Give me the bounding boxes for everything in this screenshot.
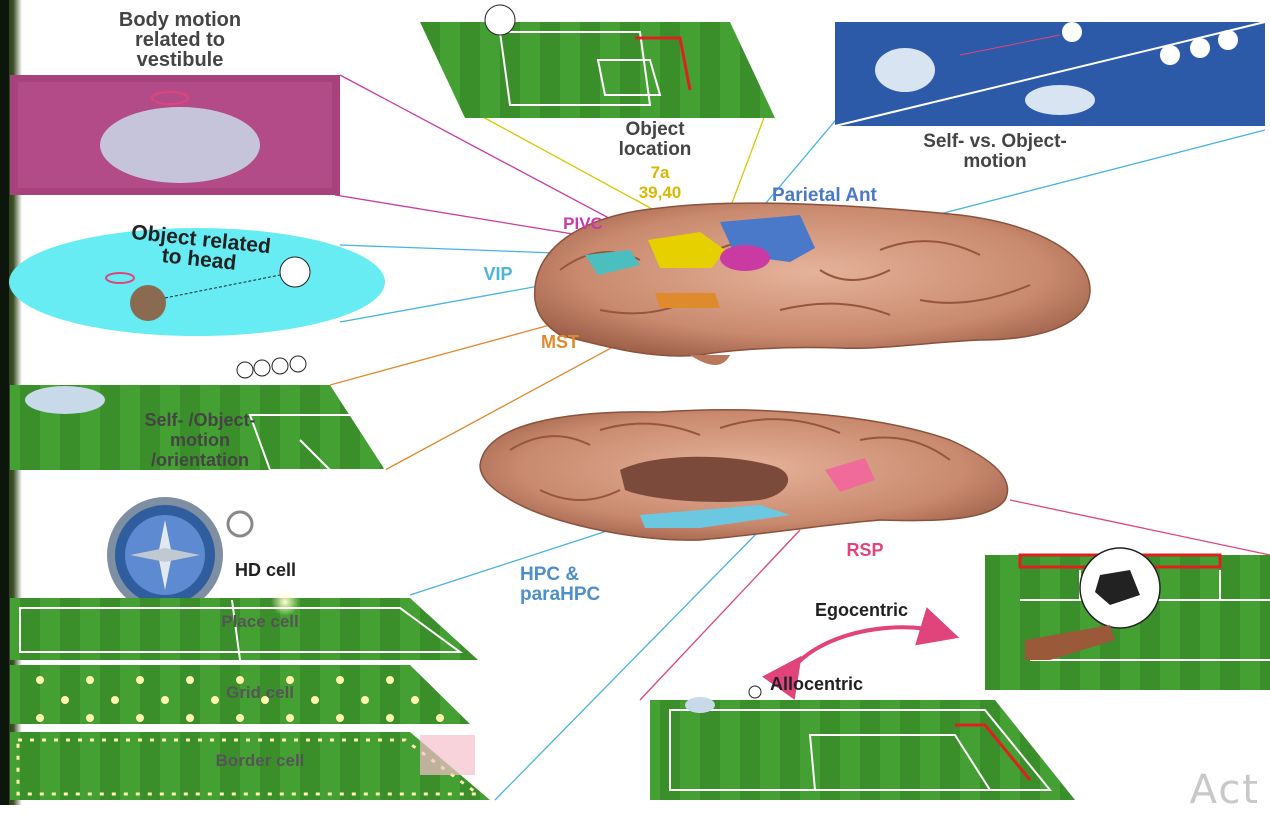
compass-icon xyxy=(107,497,254,613)
label-egocentric: Egocentric xyxy=(815,600,909,620)
label-object-location: Object location xyxy=(618,119,692,160)
label-allocentric: Allocentric xyxy=(770,674,864,694)
region-vip xyxy=(585,250,640,275)
object-head-panel xyxy=(9,228,385,336)
egocentric-field xyxy=(985,547,1270,690)
label-vip: VIP xyxy=(483,264,513,284)
label-self-object-orientation: Self- /Object- motion /orientation xyxy=(144,410,256,470)
label-grid-cell: Grid cell xyxy=(225,683,295,702)
label-mst: MST xyxy=(541,332,579,352)
allocentric-field xyxy=(650,685,1075,800)
ego-allo-arrow xyxy=(762,607,960,700)
region-7a xyxy=(648,232,725,268)
label-pivc: PIVC xyxy=(563,214,603,233)
grid-cell-field xyxy=(10,665,470,724)
object-location-field xyxy=(420,4,775,118)
line-rsp xyxy=(639,529,801,701)
label-hpc: HPC & paraHPC xyxy=(520,564,601,605)
label-rsp: RSP xyxy=(846,540,884,560)
brain-medial xyxy=(479,409,1009,541)
connector-lines xyxy=(329,74,1270,801)
region-rsp xyxy=(825,458,875,492)
region-mst xyxy=(655,293,720,308)
region-pivc xyxy=(720,245,770,271)
label-place-cell: Place cell xyxy=(221,612,299,631)
left-edge-bar xyxy=(0,0,9,805)
label-border-cell: Border cell xyxy=(215,751,305,770)
place-cell-field xyxy=(10,588,478,661)
self-vs-object-photo xyxy=(834,21,1266,127)
watermark: Act xyxy=(1189,767,1260,813)
label-7a: 7a 39,40 xyxy=(638,163,682,202)
region-hpc xyxy=(640,505,790,528)
label-parietal-ant: Parietal Ant xyxy=(772,185,877,206)
line-body-motion xyxy=(339,74,651,241)
border-cell-field xyxy=(10,732,490,800)
body-motion-panel xyxy=(10,75,340,195)
label-body-motion: Body motion related to vestibule xyxy=(118,9,242,71)
label-self-vs-object: Self- vs. Object- motion xyxy=(923,131,1067,172)
line-hpc-2 xyxy=(494,529,761,801)
self-object-orientation-field xyxy=(10,355,387,471)
brain-lateral xyxy=(534,202,1091,365)
line-self-vs-object xyxy=(759,114,841,211)
label-hd-cell: HD cell xyxy=(235,560,297,580)
line-hpc xyxy=(409,529,611,596)
line-rsp-2 xyxy=(1009,499,1270,556)
